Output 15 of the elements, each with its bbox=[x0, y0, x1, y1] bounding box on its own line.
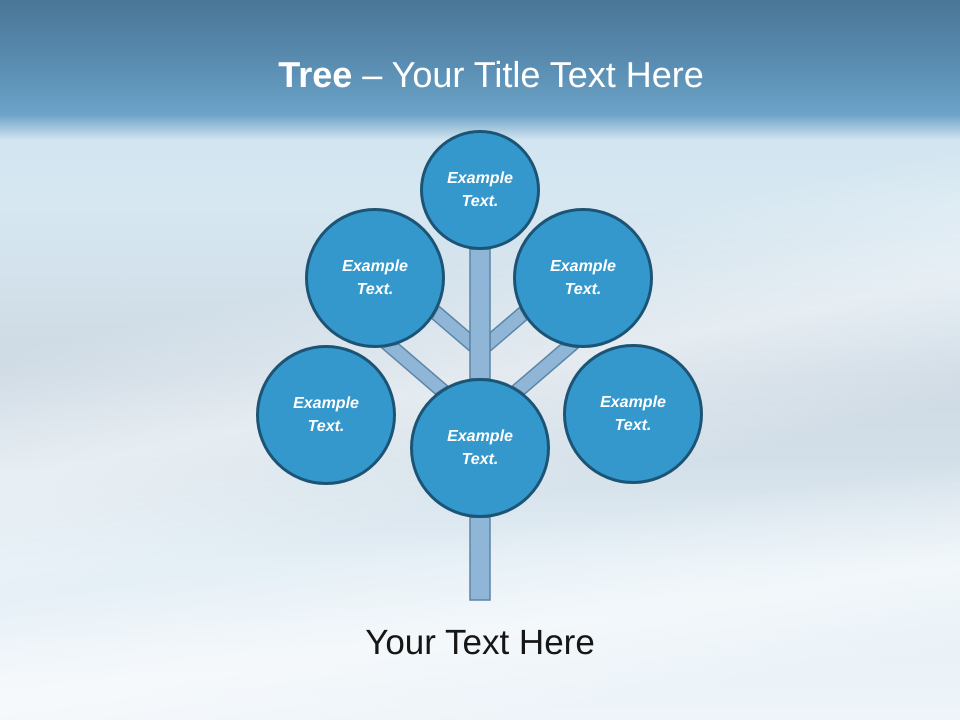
tree-trunk bbox=[469, 248, 491, 343]
node-text: Example Text. bbox=[447, 427, 513, 470]
tree-branch bbox=[511, 344, 580, 395]
tree-trunk bbox=[469, 516, 491, 601]
node-text: Example Text. bbox=[342, 257, 408, 300]
node-text: Example Text. bbox=[447, 169, 513, 212]
tree-trunk bbox=[469, 341, 491, 380]
tree-branch bbox=[380, 343, 449, 395]
slide-title: Tree – Your Title Text Here bbox=[278, 53, 704, 97]
footer-text: Your Text Here bbox=[365, 622, 595, 664]
tree-branch bbox=[489, 306, 528, 353]
tree-branch bbox=[431, 305, 471, 353]
node-text: Example Text. bbox=[550, 257, 616, 300]
node-text: Example Text. bbox=[293, 394, 359, 437]
node-text: Example Text. bbox=[600, 393, 666, 436]
